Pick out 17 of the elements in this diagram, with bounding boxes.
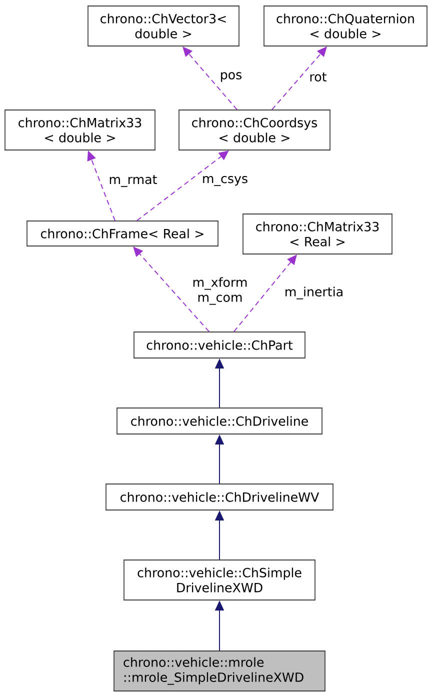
edge-label: m_xform m_com [193,277,247,305]
edge-label: pos [221,72,242,82]
class-box: chrono::ChMatrix33 < double > [4,110,156,150]
edge-label: m_csys [203,176,248,186]
class-box: chrono::ChCoordsys < double > [178,110,330,150]
class-box: chrono::ChMatrix33 < Real > [242,214,392,254]
class-box: chrono::vehicle::ChDriveline [116,408,322,434]
class-box: chrono::ChVector3< double > [88,6,240,46]
class-box: chrono::vehicle::mrole ::mrole_SimpleDrivelineXWD [114,650,326,692]
edge-label: m_inertia [286,286,342,300]
class-box: chrono::vehicle::ChSimple DrivelineXWD [124,560,316,600]
edge-label: rot [310,72,326,82]
edge-label: m_rmat [110,175,157,187]
class-box: chrono::ChQuaternion < double > [264,6,428,46]
class-box: chrono::ChFrame< Real > [26,220,218,246]
class-box: chrono::vehicle::ChPart [134,332,306,358]
class-box: chrono::vehicle::ChDrivelineWV [106,484,334,510]
